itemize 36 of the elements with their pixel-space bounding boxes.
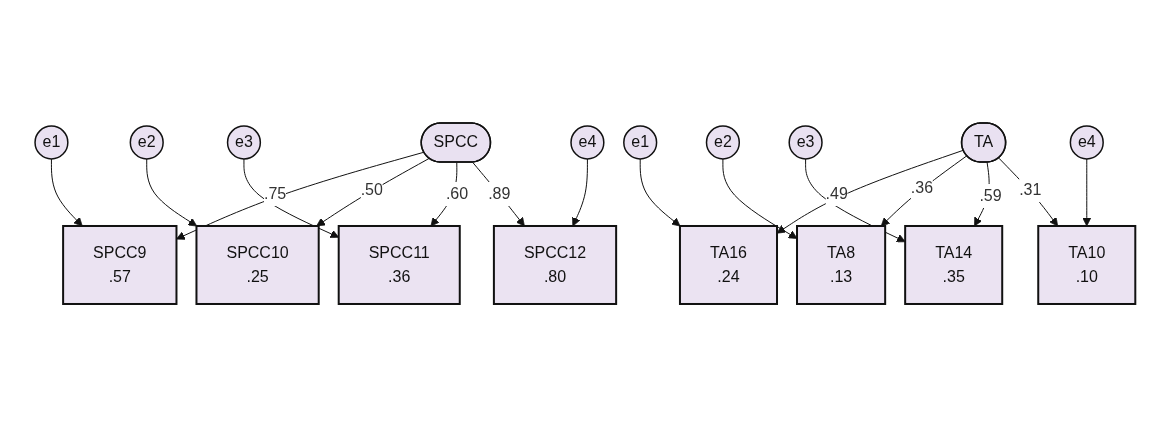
arrow — [998, 157, 1058, 226]
arrow — [571, 157, 588, 226]
node-box: SPCC11 .36 — [337, 224, 461, 305]
arrow — [50, 157, 83, 226]
node-box: SPCC10 .25 — [195, 224, 320, 305]
node-circle: e1 — [34, 124, 69, 160]
node-box: SPCC12 .80 — [492, 224, 617, 305]
node-box: TA16 .24 — [678, 224, 778, 305]
edge-label: .50 — [360, 180, 383, 198]
node-circle: e2 — [129, 124, 164, 160]
arrow — [776, 149, 964, 234]
arrow — [146, 157, 197, 226]
edge-label: .60 — [445, 184, 468, 202]
arrow — [472, 161, 525, 226]
edge-label: .89 — [487, 184, 511, 202]
node-box: TA14 .35 — [904, 224, 1004, 305]
edge-label: .31 — [1018, 180, 1042, 198]
edge-label: .59 — [979, 186, 1002, 204]
arrow — [243, 157, 339, 238]
node-circle: e3 — [226, 124, 261, 160]
arrow — [1082, 157, 1091, 226]
node-circle: e2 — [705, 124, 740, 160]
arrow — [639, 157, 681, 226]
node-circle: e1 — [622, 124, 658, 160]
edge-label: .49 — [825, 184, 848, 202]
edge-label: .75 — [263, 184, 287, 202]
node-circle: e4 — [1069, 124, 1104, 160]
edge-label: .36 — [910, 178, 933, 196]
node-circle: e3 — [788, 124, 823, 160]
node-circle: e4 — [570, 124, 605, 160]
arrow — [880, 154, 968, 226]
arrow — [316, 157, 430, 226]
node-box: SPCC9 .57 — [61, 224, 178, 305]
node-box: TA10 .10 — [1037, 224, 1137, 305]
arrow — [973, 161, 990, 226]
node-box: TA8 .13 — [795, 224, 886, 305]
